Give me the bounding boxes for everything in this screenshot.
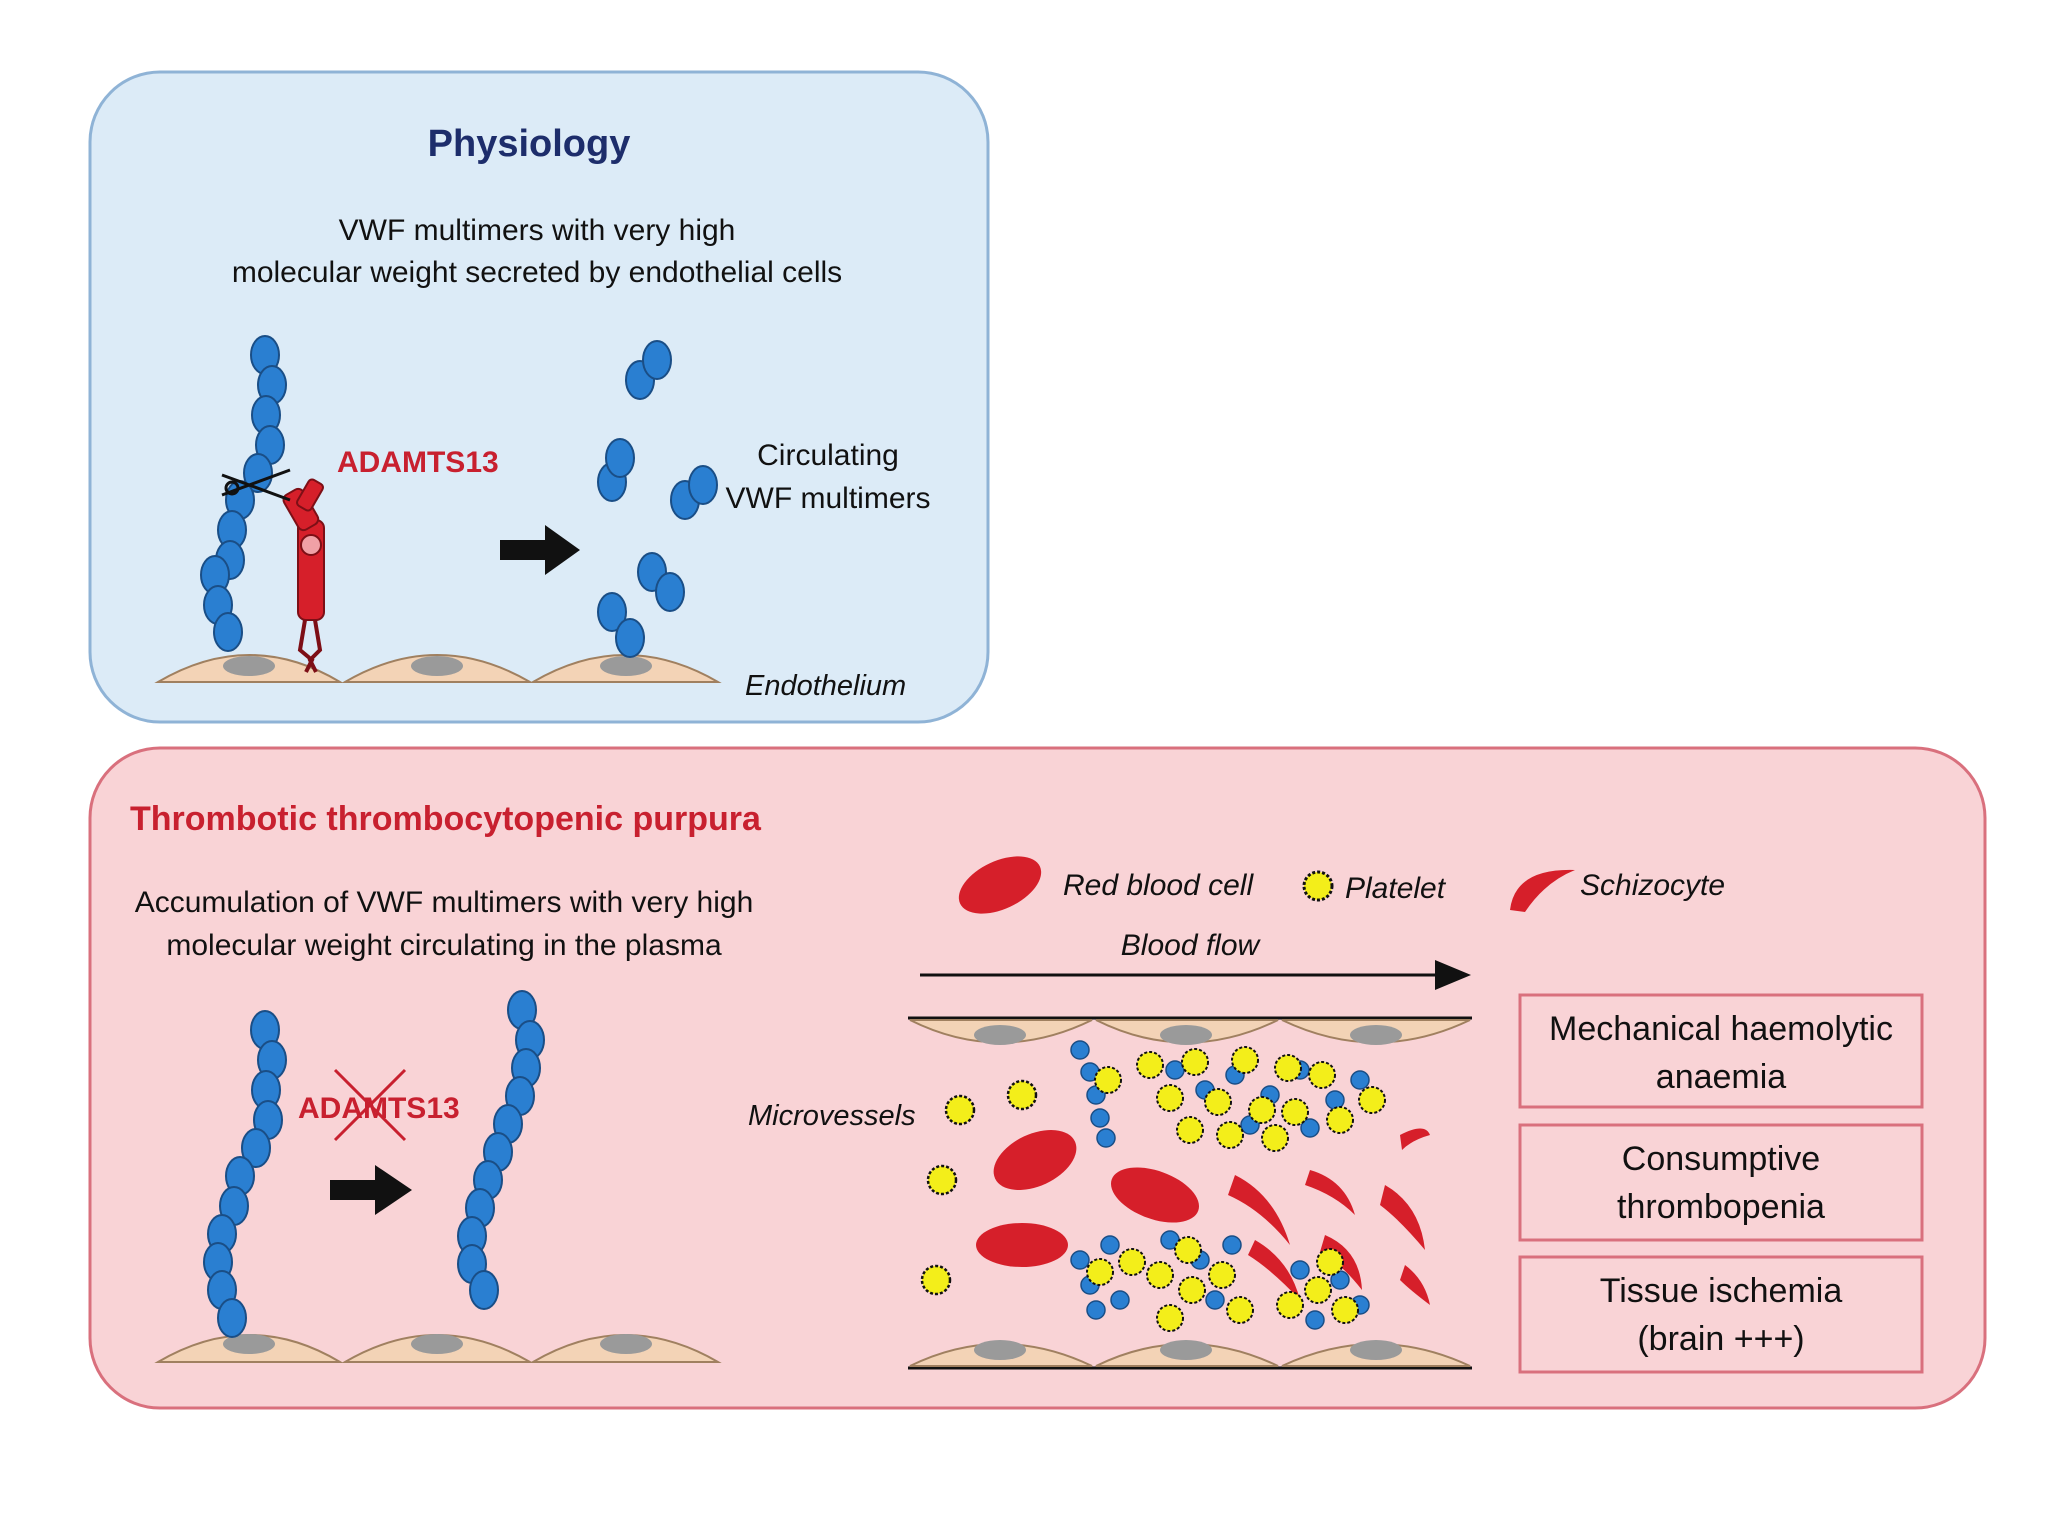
scissors-icon xyxy=(221,468,291,502)
outcome-2-line2: thrombopenia xyxy=(1617,1188,1825,1226)
vwf-multimer-uncleaved-circulating xyxy=(457,990,545,1310)
rbc-legend-label: Red blood cell xyxy=(1063,869,1254,902)
outcome-2-line1: Consumptive xyxy=(1622,1140,1820,1178)
physiology-title: Physiology xyxy=(428,123,631,165)
vwf-fragments-circulating xyxy=(597,340,718,658)
ttp-desc-line2: molecular weight circulating in the plas… xyxy=(166,929,722,962)
physiology-subtitle-line2: molecular weight secreted by endothelial… xyxy=(232,256,842,289)
outcome-boxes: Mechanical haemolytic anaemia Consumptiv… xyxy=(1518,993,1924,1374)
outcome-3-line1: Tissue ischemia xyxy=(1600,1272,1843,1310)
outcome-1-line2: anaemia xyxy=(1656,1058,1787,1096)
schizocyte-legend-label: Schizocyte xyxy=(1580,869,1725,902)
physiology-subtitle-line1: VWF multimers with very high xyxy=(339,214,736,247)
rbc-legend-icon xyxy=(958,856,1042,914)
vwf-multimer-uncleaved-left xyxy=(203,1010,287,1338)
outcome-box-3 xyxy=(1518,1255,1924,1374)
endothelium-cells-ttp xyxy=(154,1334,722,1363)
legend: Red blood cell Platelet Schizocyte xyxy=(958,856,1725,914)
circulating-vwf-label-line2: VWF multimers xyxy=(726,482,931,515)
outcome-1-line1: Mechanical haemolytic xyxy=(1549,1010,1893,1048)
ttp-panel xyxy=(88,746,1987,1410)
schizocyte-legend-icon xyxy=(1510,869,1575,912)
thrombi-upper xyxy=(1070,1040,1386,1152)
endothelium-cells-physiology xyxy=(154,654,722,683)
blood-flow-label: Blood flow xyxy=(1121,929,1262,962)
platelet-legend-label: Platelet xyxy=(1345,872,1447,905)
red-blood-cells xyxy=(976,1129,1199,1267)
endothelium-label: Endothelium xyxy=(745,670,906,702)
vwf-multimer-long-physiology xyxy=(200,335,287,652)
outcome-3-line2: (brain +++) xyxy=(1637,1320,1804,1358)
adamts13-enzyme xyxy=(282,478,325,673)
free-platelets xyxy=(920,1079,1038,1296)
outcome-box-2 xyxy=(1518,1123,1924,1242)
no-cleavage-arrow xyxy=(330,1165,412,1215)
adamts13-label: ADAMTS13 xyxy=(337,446,499,479)
microvessel xyxy=(908,1016,1472,1370)
outcome-box-1 xyxy=(1518,993,1924,1109)
microvessels-label: Microvessels xyxy=(748,1100,916,1132)
circulating-vwf-label-line1: Circulating xyxy=(757,439,899,472)
ttp-desc-line1: Accumulation of VWF multimers with very … xyxy=(135,886,754,919)
thrombi-lower xyxy=(1070,1230,1370,1332)
cleavage-arrow xyxy=(500,525,580,575)
platelet-legend-icon xyxy=(1302,870,1334,902)
cross-icon xyxy=(333,1068,407,1142)
ttp-title: Thrombotic thrombocytopenic purpura xyxy=(130,800,762,838)
